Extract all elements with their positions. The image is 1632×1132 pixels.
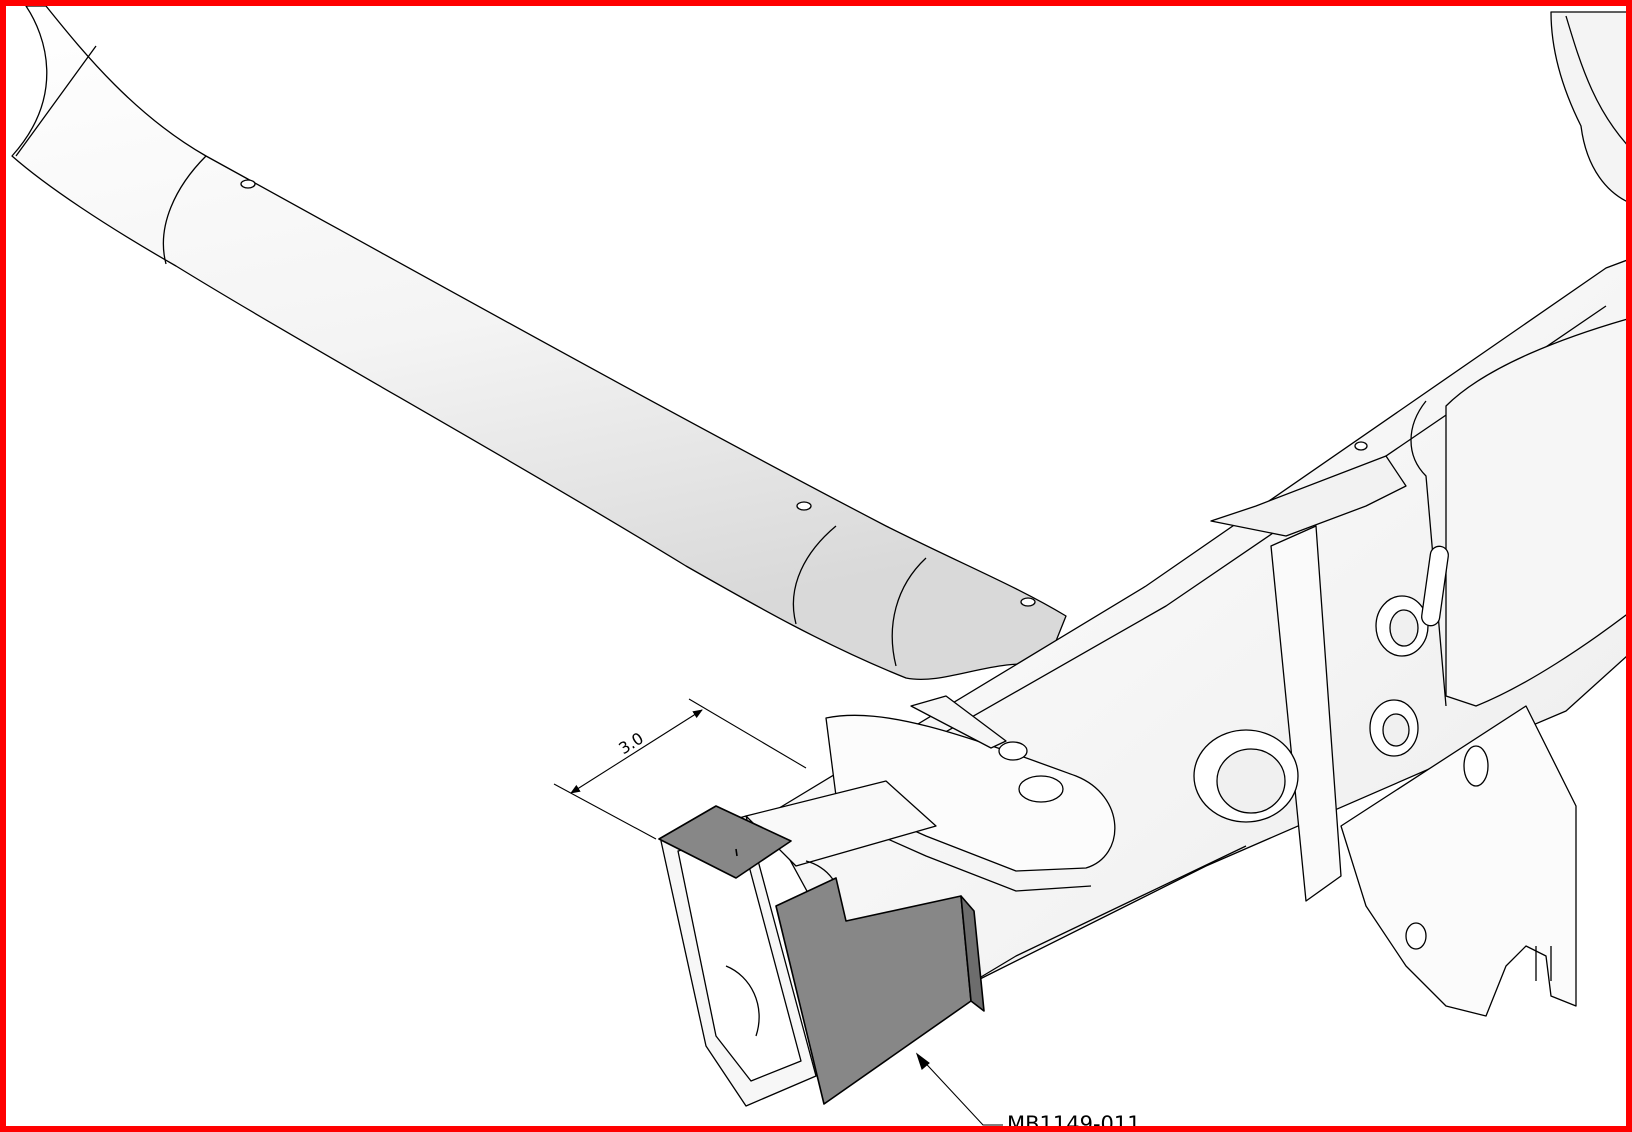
gusset-plate: [658, 805, 985, 1105]
part-number-label: MB1149-011: [1007, 1112, 1141, 1132]
rail-end: [660, 780, 937, 1107]
tow-bracket: [825, 695, 1116, 892]
cross-tube: [11, 6, 1067, 680]
lower-bracket: [1340, 705, 1577, 1017]
technical-drawing: 3.0: [11, 6, 1626, 1126]
dimension-value: 3.0: [615, 729, 647, 759]
upper-bracket: [1550, 11, 1626, 202]
part-leader: [915, 1052, 1003, 1126]
